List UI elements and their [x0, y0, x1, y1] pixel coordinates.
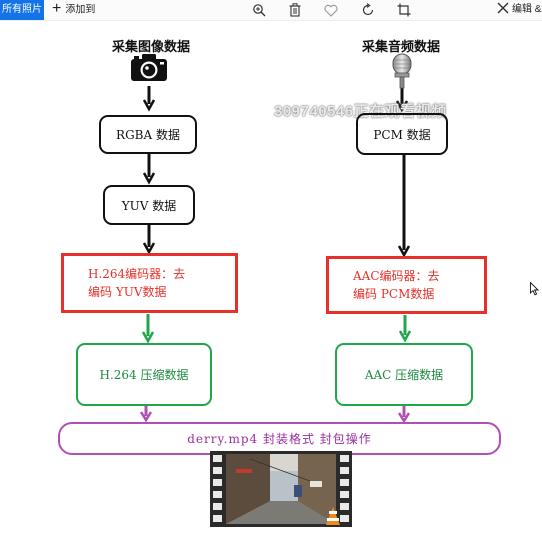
flow-arrows: [139, 86, 412, 424]
yuv-data-box: YUV 数据: [103, 185, 195, 225]
aac-encoder-line1: AAC编码器：去: [353, 269, 440, 283]
delete-icon[interactable]: [284, 0, 306, 20]
video-thumbnail-image: [210, 451, 352, 527]
aac-compressed-box: AAC 压缩数据: [335, 343, 473, 406]
plus-icon: +: [52, 0, 62, 17]
edit-icon: [497, 2, 509, 14]
h264-encoder-line1: H.264编码器：去: [88, 267, 186, 281]
aac-encoder-line2: 编码 PCM数据: [353, 287, 435, 301]
all-photos-tab[interactable]: 所有照片: [0, 0, 44, 20]
rotate-icon[interactable]: [357, 0, 379, 20]
camera-icon: [131, 54, 167, 81]
edit-create-button[interactable]: 编辑 &: [497, 0, 541, 20]
capture-audio-title: 采集音频数据: [362, 40, 441, 55]
mouse-cursor-icon: [530, 282, 539, 296]
capture-image-title: 采集图像数据: [112, 40, 191, 55]
viewer-watermark: 309740546正在观看视频: [274, 103, 447, 120]
photos-toolbar: 所有照片 +添加到 编辑 &: [0, 0, 542, 21]
add-to-button[interactable]: +添加到: [52, 0, 95, 20]
pcm-data-box: PCM 数据: [356, 113, 448, 155]
aac-encoder-text: AAC编码器：去 编码 PCM数据: [353, 267, 440, 303]
photo-viewer-canvas: 采集图像数据 采集音频数据 309740546正在观看视频 RGBA 数据 YU…: [0, 20, 542, 548]
h264-encoder-text: H.264编码器：去 编码 YUV数据: [88, 265, 185, 301]
aac-encoder-box: AAC编码器：去 编码 PCM数据: [326, 256, 487, 314]
rgba-data-box: RGBA 数据: [99, 115, 197, 154]
h264-compressed-box: H.264 压缩数据: [76, 343, 212, 406]
h264-encoder-box: H.264编码器：去 编码 YUV数据: [61, 253, 238, 313]
add-to-label: 添加到: [65, 4, 96, 16]
edit-label: 编辑 &: [512, 4, 542, 15]
h264-encoder-line2: 编码 YUV数据: [88, 285, 167, 299]
zoom-icon[interactable]: [248, 0, 270, 20]
crop-icon[interactable]: [393, 0, 415, 20]
favorite-heart-icon[interactable]: [320, 0, 342, 20]
microphone-icon: [392, 53, 412, 89]
